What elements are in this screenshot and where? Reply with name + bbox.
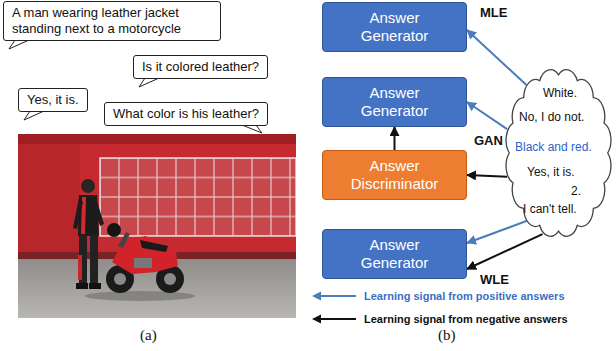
wheel-hub (164, 273, 176, 285)
legend-line-sample (320, 295, 356, 297)
wall-panel (18, 144, 80, 259)
answer-text: White. (543, 86, 577, 100)
signal-arrow (467, 30, 526, 85)
generator-box: Answer Generator (322, 77, 467, 127)
wall-top (18, 134, 296, 144)
method-label: WLE (480, 272, 509, 287)
speech-bubble: What color is his leather? (104, 102, 268, 126)
legend-arrowhead (312, 292, 321, 301)
box-text: Answer Generator (345, 9, 445, 45)
cloud-path (506, 70, 611, 237)
motorcycle-seat (140, 240, 168, 252)
signal-arrow (467, 221, 526, 243)
man-arm (73, 198, 83, 229)
generator-box: Answer Generator (322, 2, 467, 52)
answer-cloud: White. No, I do not. Black and red. Yes, it… (505, 68, 612, 238)
signal-arrow (394, 127, 396, 150)
man-leg (90, 235, 98, 285)
boot (89, 283, 101, 289)
signal-arrow (467, 234, 543, 269)
answer-text: I can't tell. (523, 202, 577, 216)
speech-bubble: Is it colored leather? (133, 55, 268, 79)
panel-label: (b) (438, 327, 456, 344)
answer-text: No, I do not. (519, 110, 584, 124)
discriminator-box: Answer Discriminator (322, 150, 467, 200)
speech-bubble: A man wearing leather jacket standing ne… (3, 1, 221, 41)
bubble-text: A man wearing leather jacket standing ne… (12, 5, 212, 37)
generator-box: Answer Generator (322, 229, 467, 279)
box-text: Answer Discriminator (345, 157, 445, 193)
box-text: Answer Generator (345, 84, 445, 120)
red-wall (18, 134, 296, 259)
bubble-text: Is it colored leather? (142, 59, 259, 75)
man-leg (79, 235, 87, 285)
window-grid (100, 158, 296, 236)
legend-arrowhead (312, 315, 321, 324)
man-arm (93, 198, 104, 226)
helmet (107, 223, 121, 237)
answer-text: Black and red. (515, 140, 592, 154)
bubble-tail (139, 78, 159, 87)
signal-arrow (467, 175, 507, 177)
box-text: Answer Generator (345, 236, 445, 272)
answer-text: Yes, it is. (527, 165, 575, 179)
method-label: MLE (480, 5, 507, 20)
legend-line-sample (320, 318, 356, 320)
bubble-tail (9, 40, 29, 49)
bubble-tail (24, 111, 44, 120)
legend-text: Learning signal from negative answers (364, 312, 568, 326)
leg-stripe (78, 255, 82, 280)
man-head (81, 179, 95, 193)
answer-text: 2. (571, 184, 581, 198)
method-label: GAN (474, 133, 503, 148)
shadow (85, 291, 195, 301)
bubble-text: Yes, it is. (27, 92, 79, 108)
legend-text: Learning signal from positive answers (364, 289, 565, 303)
handlebar (118, 232, 130, 248)
panel-label: (a) (140, 327, 157, 344)
wheel-hub (114, 273, 126, 285)
speech-bubble: Yes, it is. (18, 88, 88, 112)
signal-arrow (467, 102, 507, 129)
photo (18, 134, 296, 318)
bubble-text: What color is his leather? (113, 106, 259, 122)
bubble-tail (242, 125, 262, 133)
boot (76, 283, 88, 289)
engine (134, 258, 152, 268)
